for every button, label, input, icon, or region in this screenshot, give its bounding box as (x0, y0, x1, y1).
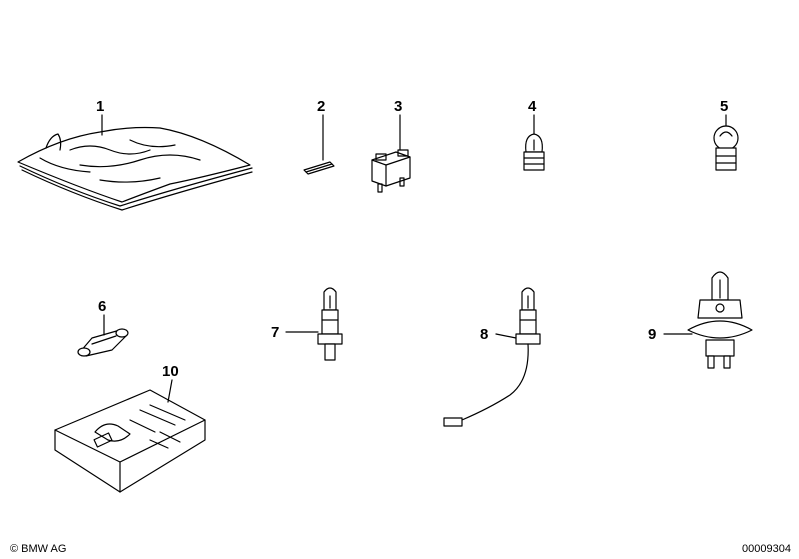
label-2: 2 (317, 98, 325, 115)
part-8-h3-bulb[interactable] (444, 288, 540, 426)
label-8: 8 (480, 326, 488, 343)
label-5: 5 (720, 98, 728, 115)
part-9-h4-bulb[interactable] (688, 272, 752, 368)
label-1: 1 (96, 98, 104, 115)
part-10-storage-box[interactable] (55, 390, 205, 492)
leader-10 (167, 379, 173, 403)
part-7-h1-bulb[interactable] (318, 288, 342, 360)
label-10: 10 (162, 363, 179, 380)
label-9: 9 (648, 326, 656, 343)
leader-8 (495, 333, 517, 339)
part-3-fuse-block[interactable] (372, 150, 410, 192)
part-6-festoon-bulb[interactable] (78, 329, 128, 356)
part-2-fuse[interactable] (304, 162, 334, 174)
copyright-notice: © BMW AG (10, 543, 67, 555)
part-4-bulb[interactable] (524, 134, 544, 170)
part-1-cloth[interactable] (18, 128, 252, 211)
part-5-bulb[interactable] (714, 126, 738, 170)
diagram-reference-number: 00009304 (742, 543, 791, 555)
label-3: 3 (394, 98, 402, 115)
label-6: 6 (98, 298, 106, 315)
label-7: 7 (271, 324, 279, 341)
label-4: 4 (528, 98, 537, 115)
